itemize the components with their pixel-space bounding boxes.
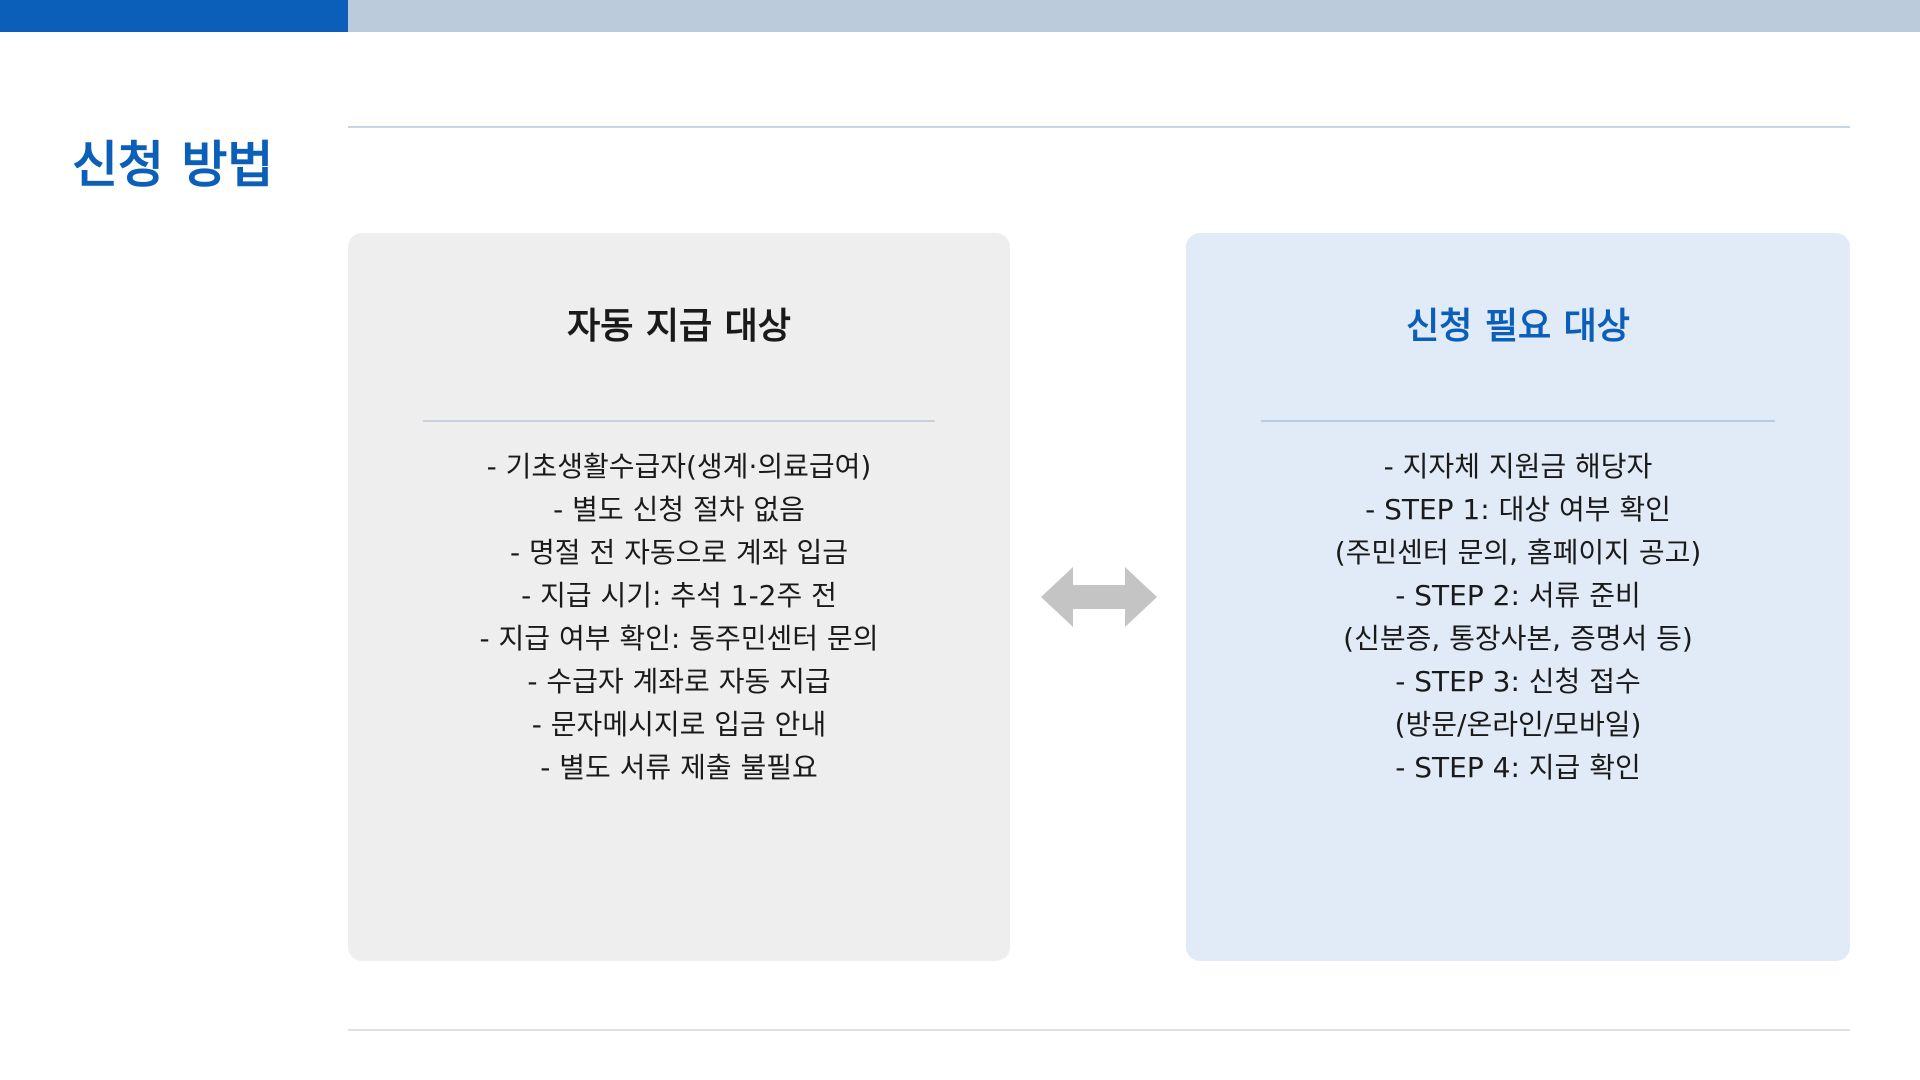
application-required-card-title: 신청 필요 대상 (1406, 306, 1630, 347)
auto-payment-item: - 별도 서류 제출 불필요 (540, 751, 818, 784)
application-required-item: - STEP 2: 서류 준비 (1395, 579, 1641, 612)
auto-payment-list: - 기초생활수급자(생계·의료급여) - 별도 신청 절차 없음 - 명절 전 … (348, 445, 1010, 789)
auto-payment-card-divider (423, 420, 935, 422)
application-required-card-divider (1261, 420, 1775, 422)
auto-payment-item: - 명절 전 자동으로 계좌 입금 (510, 536, 848, 569)
top-divider (348, 126, 1850, 128)
auto-payment-item: - 지급 시기: 추석 1-2주 전 (521, 579, 837, 612)
top-bar-accent (0, 0, 348, 32)
application-required-item: (방문/온라인/모바일) (1394, 708, 1642, 741)
application-required-item: (신분증, 통장사본, 증명서 등) (1343, 622, 1693, 655)
auto-payment-card-title: 자동 지급 대상 (567, 306, 791, 347)
bottom-divider (348, 1029, 1850, 1031)
auto-payment-item: - 별도 신청 절차 없음 (553, 493, 805, 526)
application-required-item: - STEP 1: 대상 여부 확인 (1365, 493, 1671, 526)
auto-payment-item: - 기초생활수급자(생계·의료급여) (486, 450, 872, 483)
double-arrow-shape (1041, 567, 1157, 627)
application-required-card: 신청 필요 대상 - 지자체 지원금 해당자 - STEP 1: 대상 여부 확… (1186, 233, 1850, 961)
auto-payment-item: - 문자메시지로 입금 안내 (531, 708, 827, 741)
double-arrow-icon (1041, 567, 1157, 627)
auto-payment-card: 자동 지급 대상 - 기초생활수급자(생계·의료급여) - 별도 신청 절차 없… (348, 233, 1010, 961)
page-title: 신청 방법 (72, 136, 274, 194)
application-required-item: (주민센터 문의, 홈페이지 공고) (1334, 536, 1702, 569)
application-required-item: - STEP 3: 신청 접수 (1395, 665, 1641, 698)
auto-payment-item: - 수급자 계좌로 자동 지급 (527, 665, 831, 698)
application-required-item: - STEP 4: 지급 확인 (1395, 751, 1641, 784)
application-required-item: - 지자체 지원금 해당자 (1383, 450, 1653, 483)
auto-payment-item: - 지급 여부 확인: 동주민센터 문의 (479, 622, 879, 655)
application-required-list: - 지자체 지원금 해당자 - STEP 1: 대상 여부 확인 (주민센터 문… (1186, 445, 1850, 789)
